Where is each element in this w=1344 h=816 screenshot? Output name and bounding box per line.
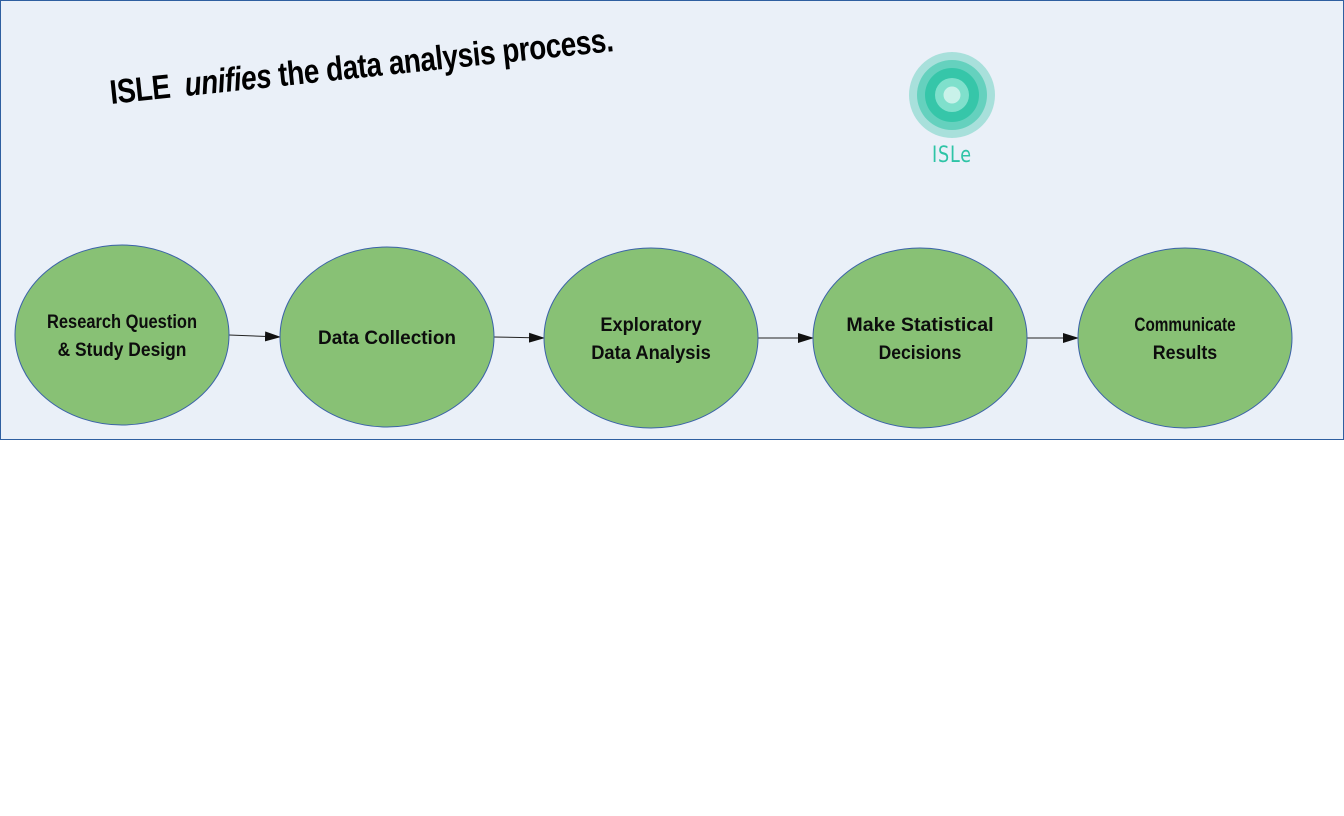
process-step-label: Make Statistical — [846, 315, 993, 336]
process-step-node — [812, 247, 1028, 429]
isle-logo-text: ISLe — [932, 143, 972, 168]
isle-logo: ISLe — [908, 50, 996, 172]
flow-nodes: Research Question & Study Design Data Coll… — [14, 244, 1293, 429]
process-step-label: Data Analysis — [591, 343, 711, 364]
process-step-node — [1077, 247, 1293, 429]
process-step-label: Communicate — [1134, 315, 1235, 336]
process-flow: Research Question & Study Design Data Coll… — [14, 244, 1293, 429]
process-step: Research Question & Study Design — [14, 244, 230, 426]
process-step-node — [543, 247, 759, 429]
process-step-label: Decisions — [879, 343, 962, 364]
flow-arrows — [228, 331, 1079, 343]
flow-arrow — [228, 331, 281, 342]
process-step-label: Exploratory — [600, 315, 702, 336]
process-step-label: & Study Design — [58, 340, 187, 361]
process-step-label: Research Question — [47, 312, 197, 333]
process-step-label: Results — [1153, 343, 1217, 364]
flow-arrow — [493, 332, 545, 343]
process-step: Data Collection — [279, 246, 495, 428]
process-step-node — [14, 244, 230, 426]
isle-logo-icon — [909, 52, 995, 138]
process-step-node — [279, 246, 495, 428]
process-step-label: Data Collection — [318, 328, 456, 349]
